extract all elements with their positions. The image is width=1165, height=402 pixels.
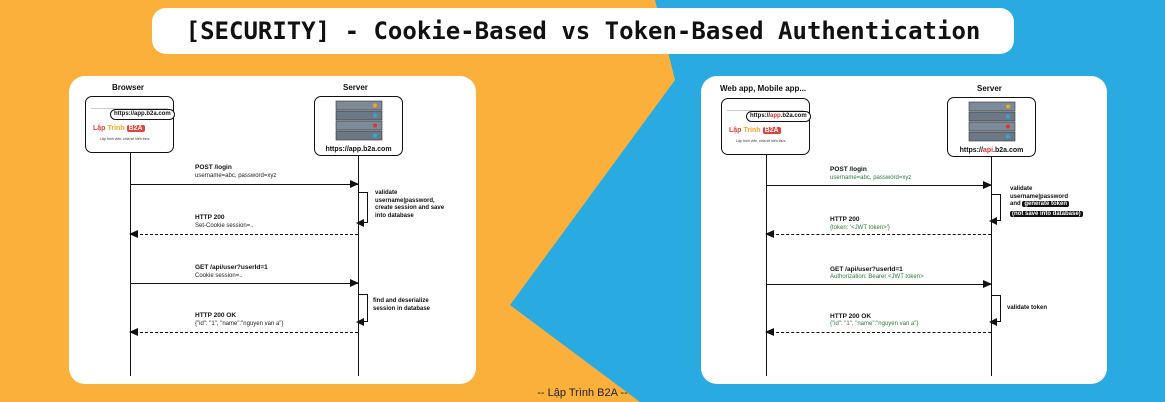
- server-label: Server: [343, 83, 368, 92]
- validate-note-line: username|password,: [375, 197, 435, 204]
- server-label: Server: [977, 84, 1002, 93]
- validate-note-line: username|password: [1010, 193, 1069, 200]
- user-response-body: {"id": "1", "name":"nguyen van a"}: [195, 321, 284, 327]
- find-session-note: find and deserialize session in database: [373, 298, 468, 313]
- server-url: https://app.b2a.com: [325, 146, 392, 153]
- login-request-arrow: [130, 180, 359, 188]
- footer-credit: -- Lập Trình B2A --: [537, 387, 628, 399]
- login-request-body: username=abc, password=xyz: [830, 175, 912, 181]
- logo-text-part1: Lập: [729, 127, 742, 134]
- browser-label: Browser: [112, 83, 145, 92]
- get-request-title: GET /api/user?userId=1: [830, 266, 903, 273]
- client-lifeline: [766, 155, 767, 376]
- login-request-title: POST /login: [195, 164, 232, 171]
- find-note-line: find and deserialize: [373, 298, 429, 304]
- token-auth-panel: Web app, Mobile app... Server https://ap…: [701, 76, 1107, 384]
- validate-note-and: and: [1010, 201, 1021, 207]
- brand-logo: Lập Trình B2A: [729, 127, 781, 134]
- validate-token-self-arrow: [989, 295, 1001, 326]
- logo-tagline: Lập trình viên, chia sẻ kiến thức: [736, 139, 786, 143]
- login-response-arrow: [129, 230, 358, 238]
- login-request-arrow: [766, 181, 992, 189]
- validate-self-arrow: [989, 194, 1001, 225]
- logo-text-part1: Lập: [93, 125, 106, 132]
- login-response-body: Set-Cookie session=..: [195, 223, 254, 229]
- validate-generate-note: validate username|password and generate …: [1010, 186, 1105, 218]
- validate-self-arrow: [356, 192, 368, 227]
- server-url: https://api.b2a.com: [948, 147, 1035, 154]
- logo-badge: B2A: [762, 127, 781, 134]
- client-window: https://app.b2a.com Lập Trình B2A Lập tr…: [721, 98, 811, 155]
- validate-note-line: validate: [1010, 186, 1033, 192]
- get-request-title: GET /api/user?userId=1: [195, 264, 268, 271]
- login-response-arrow: [765, 230, 991, 238]
- find-session-self-arrow: [356, 294, 368, 326]
- url-highlight: api: [982, 147, 994, 154]
- url-suffix: .b2a.com: [780, 113, 807, 119]
- browser-url: https://app.b2a.com: [110, 109, 175, 120]
- validate-note-line: create session and save: [375, 205, 445, 211]
- user-response-arrow: [129, 328, 358, 336]
- user-response-title: HTTP 200 OK: [195, 312, 237, 319]
- server-rack-icon: [335, 100, 383, 141]
- page-title: [SECURITY] - Cookie-Based vs Token-Based…: [185, 17, 981, 45]
- validate-note: validate username|password, create sessi…: [375, 190, 470, 220]
- url-highlight: app: [770, 113, 781, 119]
- brand-logo: Lập Trình B2A: [93, 125, 145, 132]
- logo-text-part2: Trình: [743, 127, 761, 134]
- validate-note-line: into database: [375, 212, 414, 219]
- login-response-body: {token: '<JWT token>'}: [830, 225, 890, 231]
- logo-tagline: Lập trình viên, chia sẻ kiến thức: [100, 137, 150, 141]
- url-suffix: .b2a.com: [993, 147, 1024, 154]
- get-request-body: Cookie session=..: [195, 273, 243, 279]
- not-save-db-tag: (not save into database): [1010, 210, 1083, 217]
- title-banner: [SECURITY] - Cookie-Based vs Token-Based…: [152, 8, 1014, 54]
- browser-window: https://app.b2a.com Lập Trình B2A Lập tr…: [85, 96, 175, 153]
- client-label: Web app, Mobile app...: [720, 84, 807, 93]
- login-response-title: HTTP 200: [830, 216, 860, 223]
- get-request-arrow: [130, 279, 359, 287]
- browser-lifeline: [130, 153, 131, 376]
- get-request-arrow: [766, 280, 992, 288]
- server-lifeline: [991, 157, 992, 376]
- user-response-arrow: [765, 328, 991, 336]
- url-prefix: https://: [959, 147, 983, 154]
- client-url: https://app.b2a.com: [746, 111, 811, 122]
- login-request-title: POST /login: [830, 166, 867, 173]
- url-prefix: https://: [750, 113, 770, 119]
- user-response-title: HTTP 200 OK: [830, 313, 872, 320]
- get-request-body: Authorization: Bearer <JWT token>: [830, 274, 924, 280]
- server-rack-icon: [968, 101, 1016, 142]
- browser-tab-bar: [91, 100, 168, 109]
- user-response-body: {"id": "1", "name":"nguyen van a"}: [830, 321, 919, 327]
- server-box: https://app.b2a.com: [314, 96, 403, 156]
- validate-note-line: validate: [375, 190, 398, 196]
- login-response-title: HTTP 200: [195, 214, 225, 221]
- logo-text-part2: Trình: [107, 125, 125, 132]
- validate-token-text: validate token: [1007, 305, 1048, 311]
- validate-token-note: validate token: [1007, 305, 1102, 313]
- server-box: https://api.b2a.com: [947, 97, 1036, 157]
- login-request-body: username=abc, password=xyz: [195, 173, 277, 179]
- logo-badge: B2A: [126, 125, 145, 132]
- browser-tab-bar: [727, 102, 804, 111]
- cookie-auth-panel: Browser Server https://app.b2a.com Lập T…: [69, 76, 476, 384]
- find-note-line: session in database: [373, 305, 431, 312]
- server-lifeline: [358, 156, 359, 376]
- generate-token-tag: generate token: [1022, 201, 1070, 207]
